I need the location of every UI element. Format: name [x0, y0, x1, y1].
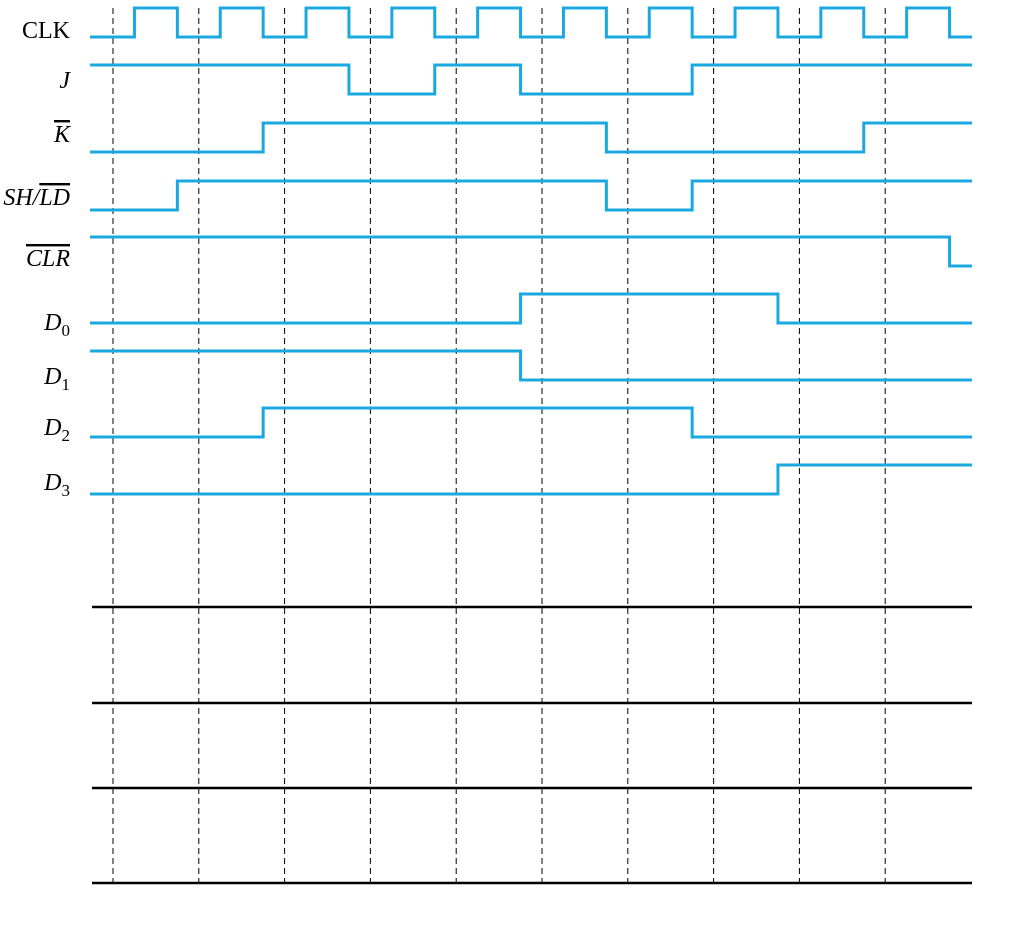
waveform-d3: [90, 463, 972, 496]
clock-edge-guides: [112, 8, 886, 883]
waveform-j: [90, 63, 972, 96]
label-clk: CLK: [22, 18, 71, 44]
label-j: J: [59, 68, 71, 94]
waveform-d1: [90, 349, 972, 382]
waveform-clr: [90, 235, 972, 268]
label-d0: D0: [43, 310, 70, 340]
label-clr: CLR: [26, 246, 70, 272]
label-d3: D3: [43, 470, 70, 500]
signal-waveforms: [90, 6, 972, 496]
waveform-d0: [90, 292, 972, 325]
waveform-d2: [90, 406, 972, 439]
label-d2: D2: [43, 415, 70, 445]
waveform-clk: [90, 6, 972, 39]
label-kbar: K: [53, 122, 72, 148]
waveform-kbar: [90, 121, 972, 154]
waveform-shld: [90, 179, 972, 212]
label-shld: SH/LD: [3, 185, 70, 211]
answer-lines: [92, 605, 972, 885]
label-d1: D1: [43, 364, 70, 394]
